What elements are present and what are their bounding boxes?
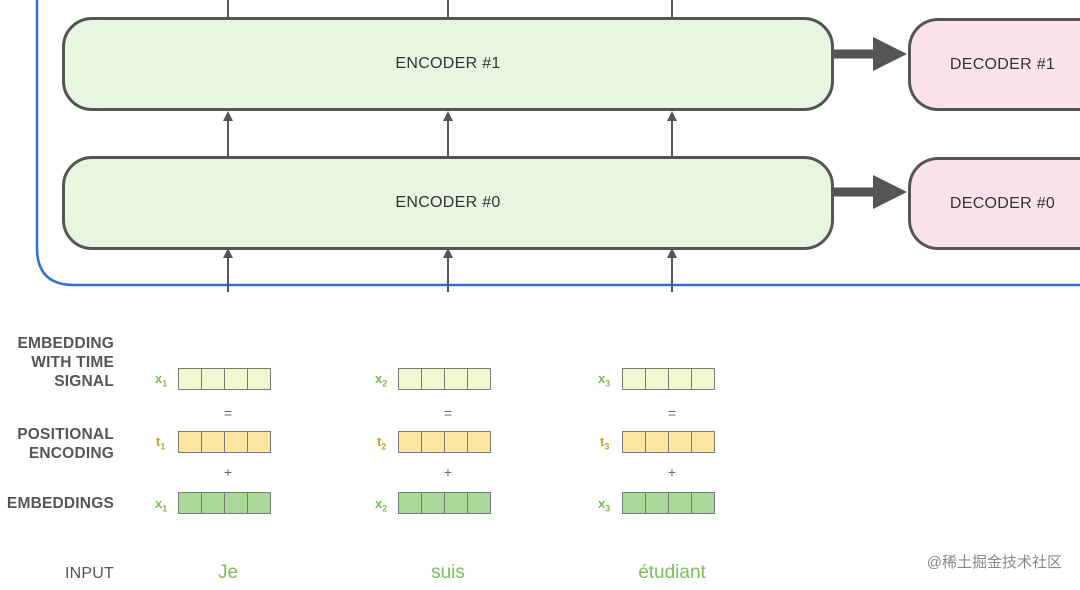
top-stubs	[227, 0, 673, 17]
plus-sign-1: +	[223, 464, 233, 480]
equals-sign-2: =	[443, 405, 453, 421]
signal-vector-2	[398, 368, 491, 390]
positional-vector-1	[178, 431, 271, 453]
positional-vector-3	[622, 431, 715, 453]
input-word-1: Je	[217, 562, 239, 583]
embedding-vector-1	[178, 492, 271, 514]
embedding-symbol-1: x1	[155, 496, 168, 514]
encoder-decoder-arrows	[833, 37, 907, 209]
encoder-stack-frame	[35, 0, 1080, 287]
encoder-0-label: ENCODER #0	[395, 194, 501, 211]
input-word-2: suis	[431, 562, 465, 583]
encoder-1-label: ENCODER #1	[395, 55, 501, 72]
watermark: @稀土掘金技术社区	[926, 554, 1062, 571]
label-embedding-with-time-signal: EMBEDDING WITH TIME SIGNAL	[17, 335, 114, 390]
label-positional-encoding: POSITIONAL ENCODING	[17, 426, 114, 462]
label-input: INPUT	[65, 565, 114, 582]
signal-symbol-2: x2	[375, 371, 388, 389]
positional-symbol-3: t3	[600, 434, 610, 452]
equals-sign-1: =	[223, 405, 233, 421]
encoder-1-block: ENCODER #1	[62, 17, 834, 111]
plus-sign-2: +	[443, 464, 453, 480]
encoder-0-block: ENCODER #0	[62, 156, 834, 250]
plus-sign-3: +	[667, 464, 677, 480]
decoder-1-label: DECODER #1	[949, 55, 1056, 73]
embedding-symbol-3: x3	[598, 496, 611, 514]
positional-vector-2	[398, 431, 491, 453]
signal-vector-3	[622, 368, 715, 390]
signal-vector-1	[178, 368, 271, 390]
label-embeddings: EMBEDDINGS	[6, 495, 114, 512]
input-word-3: étudiant	[638, 562, 706, 583]
embedding-vector-3	[622, 492, 715, 514]
decoder-0-label: DECODER #0	[949, 194, 1056, 212]
encoder-arrows	[223, 111, 677, 292]
signal-symbol-3: x3	[598, 371, 611, 389]
positional-symbol-2: t2	[377, 434, 387, 452]
signal-symbol-1: x1	[155, 371, 168, 389]
positional-symbol-1: t1	[156, 434, 166, 452]
embedding-vector-2	[398, 492, 491, 514]
decoder-0-block: DECODER #0	[908, 157, 1080, 250]
embedding-symbol-2: x2	[375, 496, 388, 514]
equals-sign-3: =	[667, 405, 677, 421]
decoder-1-block: DECODER #1	[908, 18, 1080, 111]
